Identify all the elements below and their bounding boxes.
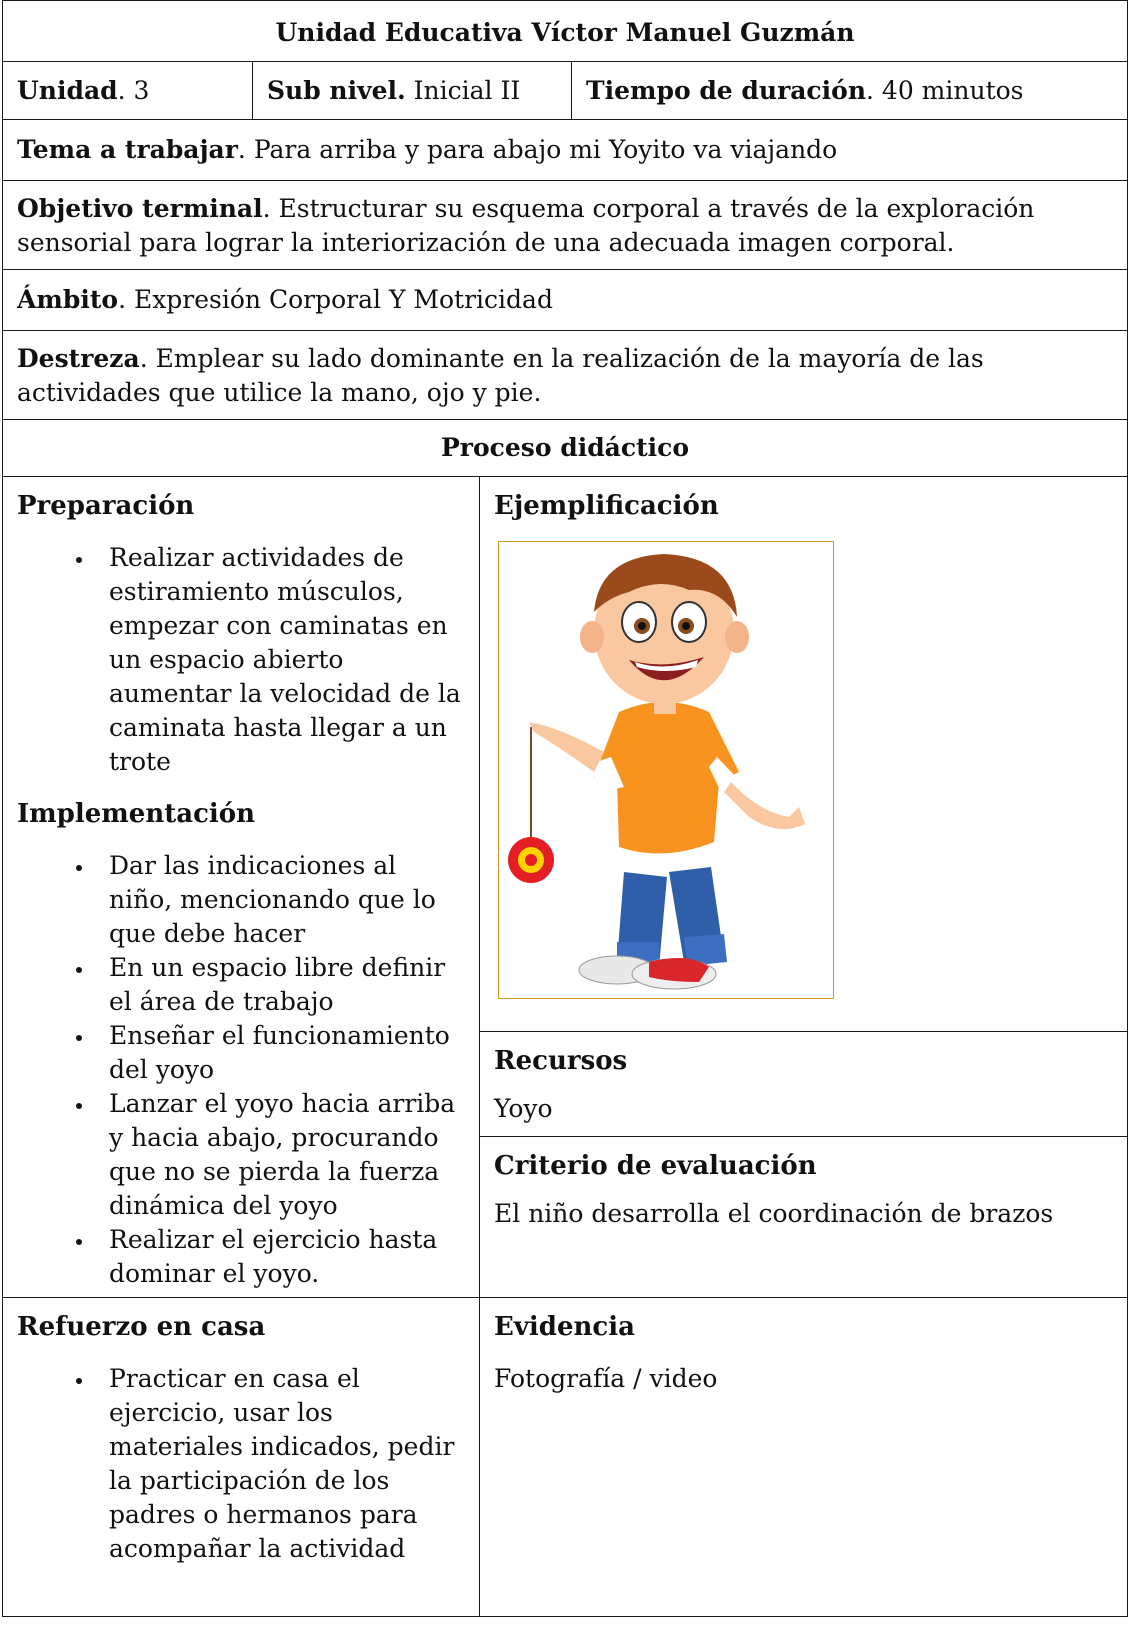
recursos-section: Recursos Yoyo xyxy=(480,1031,1128,1126)
refuerzo-title: Refuerzo en casa xyxy=(17,1312,266,1342)
lesson-plan-table: Unidad Educativa Víctor Manuel Guzmán Un… xyxy=(1,0,1129,1617)
tema-cell: Tema a trabajar. Para arriba y para abaj… xyxy=(1,119,1129,181)
refuerzo-list: Practicar en casa el ejercicio, usar los… xyxy=(17,1362,465,1566)
objetivo-value: . Estructurar su esquema corporal a trav… xyxy=(17,194,1035,257)
refuerzo-cell: Refuerzo en casa Practicar en casa el ej… xyxy=(2,1297,480,1617)
implementacion-title: Implementación xyxy=(17,799,256,829)
evidencia-cell: Evidencia Fotografía / video xyxy=(478,1297,1129,1617)
boy-yoyo-image xyxy=(508,554,805,990)
implementacion-list: Dar las indicaciones al niño, mencionand… xyxy=(17,849,465,1291)
subnivel-label: Sub nivel. xyxy=(267,75,406,105)
preparacion-cell: Preparación Realizar actividades de esti… xyxy=(2,476,480,1298)
preparacion-list: Realizar actividades de estiramiento mús… xyxy=(17,541,465,779)
evidencia-title: Evidencia xyxy=(494,1312,635,1342)
subnivel-cell: Sub nivel. Inicial II xyxy=(252,61,572,120)
destreza-cell: Destreza. Emplear su lado dominante en l… xyxy=(1,330,1129,420)
list-item: Realizar el ejercicio hasta dominar el y… xyxy=(95,1223,465,1291)
ambito-value: . Expresión Corporal Y Motricidad xyxy=(118,285,553,314)
tema-label: Tema a trabajar xyxy=(17,135,238,164)
ambito-cell: Ámbito. Expresión Corporal Y Motricidad xyxy=(1,269,1129,331)
objetivo-cell: Objetivo terminal. Estructurar su esquem… xyxy=(1,180,1129,270)
objetivo-label: Objetivo terminal xyxy=(17,194,263,223)
list-item: En un espacio libre definir el área de t… xyxy=(95,951,465,1019)
criterio-section: Criterio de evaluación El niño desarroll… xyxy=(480,1136,1128,1231)
list-item: Dar las indicaciones al niño, mencionand… xyxy=(95,849,465,951)
tiempo-cell: Tiempo de duración. 40 minutos xyxy=(570,61,1129,120)
list-item: Realizar actividades de estiramiento mús… xyxy=(95,541,465,779)
preparacion-title: Preparación xyxy=(17,491,195,521)
lesson-plan-document: Unidad Educativa Víctor Manuel Guzmán Un… xyxy=(1,0,1129,1617)
unidad-cell: Unidad. 3 xyxy=(2,61,253,120)
subnivel-value: Inicial II xyxy=(405,75,521,105)
ejemplificacion-cell: Ejemplificación xyxy=(478,476,1129,1298)
evidencia-text: Fotografía / video xyxy=(494,1364,718,1393)
proceso-heading: Proceso didáctico xyxy=(1,419,1129,477)
list-item: Lanzar el yoyo hacia arriba y hacia abaj… xyxy=(95,1087,465,1223)
boy-with-yoyo-illustration xyxy=(498,541,834,999)
destreza-value: . Emplear su lado dominante en la realiz… xyxy=(17,344,984,407)
ambito-label: Ámbito xyxy=(17,285,119,314)
tiempo-value: . 40 minutos xyxy=(866,75,1024,105)
ejemplificacion-title: Ejemplificación xyxy=(494,491,719,521)
criterio-text: El niño desarrolla el coordinación de br… xyxy=(494,1199,1054,1228)
tiempo-label: Tiempo de duración xyxy=(586,75,867,105)
list-item: Enseñar el funcionamiento del yoyo xyxy=(95,1019,465,1087)
criterio-title: Criterio de evaluación xyxy=(494,1151,817,1181)
recursos-title: Recursos xyxy=(494,1046,628,1076)
tema-value: . Para arriba y para abajo mi Yoyito va … xyxy=(237,135,838,164)
recursos-text: Yoyo xyxy=(494,1094,553,1123)
unidad-value: . 3 xyxy=(117,75,150,105)
school-name: Unidad Educativa Víctor Manuel Guzmán xyxy=(1,0,1129,62)
list-item: Practicar en casa el ejercicio, usar los… xyxy=(95,1362,465,1566)
destreza-label: Destreza xyxy=(17,344,140,373)
unidad-label: Unidad xyxy=(17,75,118,105)
